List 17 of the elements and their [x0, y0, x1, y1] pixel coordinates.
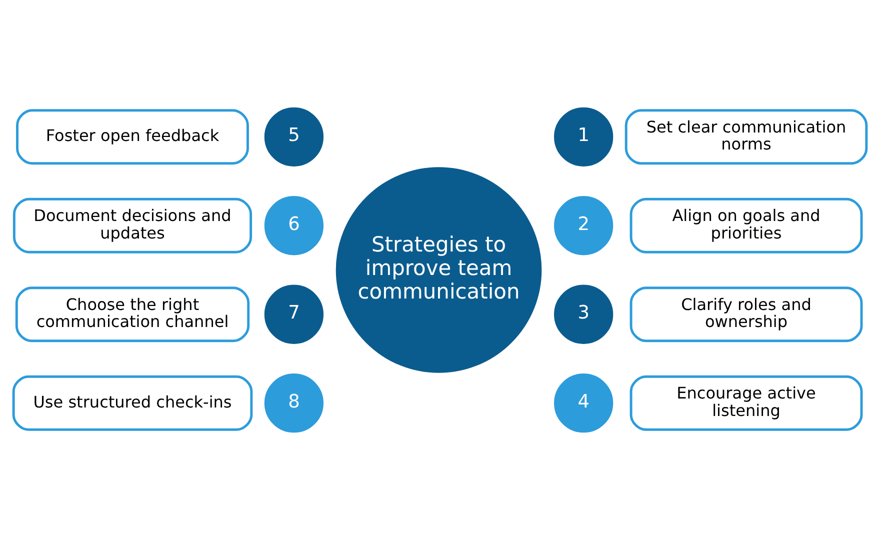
node-box: Clarify roles and ownership	[630, 286, 863, 342]
node-box: Choose the right communication channel	[15, 286, 250, 342]
node-circle: 3	[554, 284, 614, 344]
node-box: Foster open feedback	[16, 109, 249, 165]
node-circle: 5	[264, 107, 324, 166]
node-box: Align on goals and priorities	[630, 198, 863, 254]
node-circle: 4	[554, 374, 614, 433]
node-circle: 7	[264, 284, 324, 344]
node-box: Set clear communication norms	[624, 109, 868, 165]
node-box: Use structured check-ins	[12, 375, 253, 431]
node-circle: 8	[264, 374, 324, 433]
node-circle: 2	[554, 196, 614, 256]
node-circle: 1	[554, 107, 614, 166]
node-circle: Strategies to improve team communication	[336, 167, 542, 373]
node-box: Document decisions and updates	[12, 198, 252, 254]
node-box: Encourage active listening	[630, 375, 863, 431]
node-circle: 6	[264, 196, 324, 256]
